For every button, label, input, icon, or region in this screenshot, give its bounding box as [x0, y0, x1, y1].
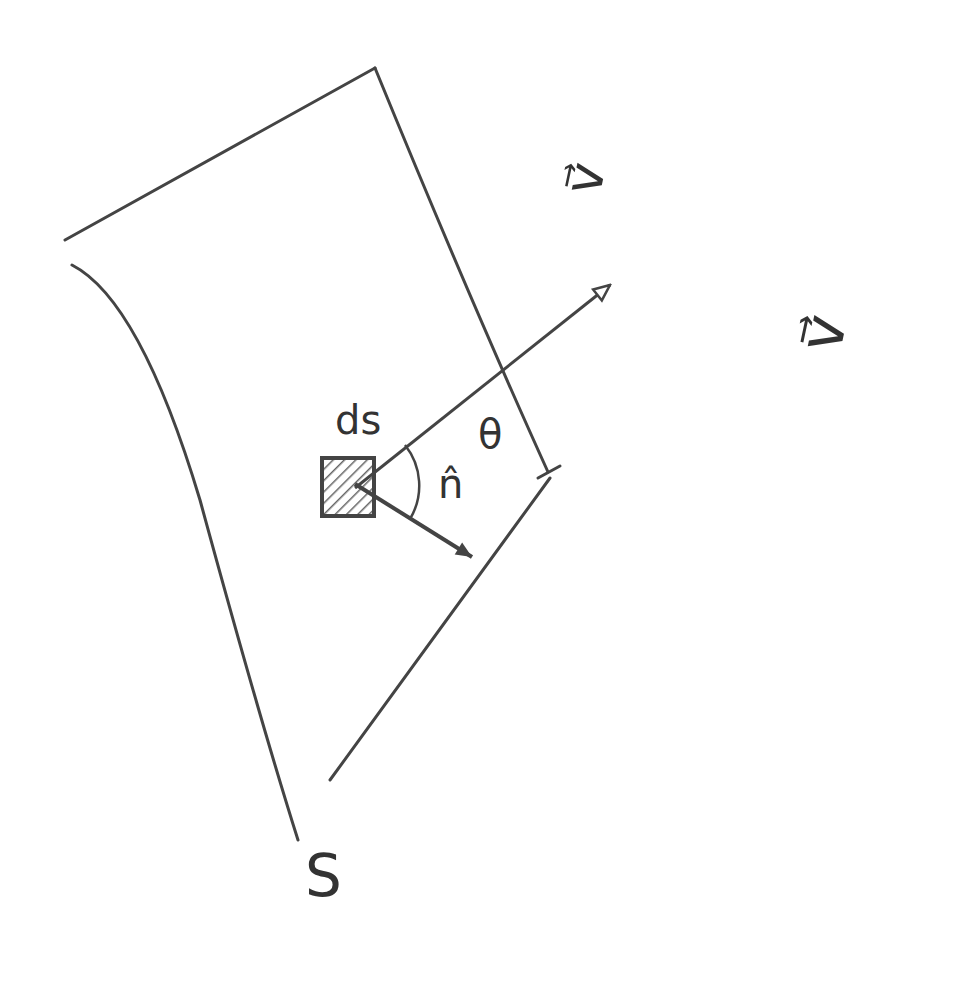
normal-label: n̂ — [438, 462, 463, 506]
vector-label: v⃗ — [787, 309, 859, 357]
area-label: ds — [335, 398, 381, 442]
angle-arc — [405, 445, 419, 519]
surface-top-edge — [65, 68, 375, 240]
surface-bottom-edge — [330, 478, 550, 780]
surface-left-edge — [72, 265, 298, 840]
surface-right-edge — [375, 68, 548, 472]
edge-tick — [538, 466, 560, 478]
angle-label: θ — [478, 412, 502, 456]
surface-label: S — [305, 845, 342, 909]
vector-label: v⃗ — [554, 158, 616, 200]
area-element — [322, 458, 374, 516]
velocity-vector — [355, 285, 610, 488]
